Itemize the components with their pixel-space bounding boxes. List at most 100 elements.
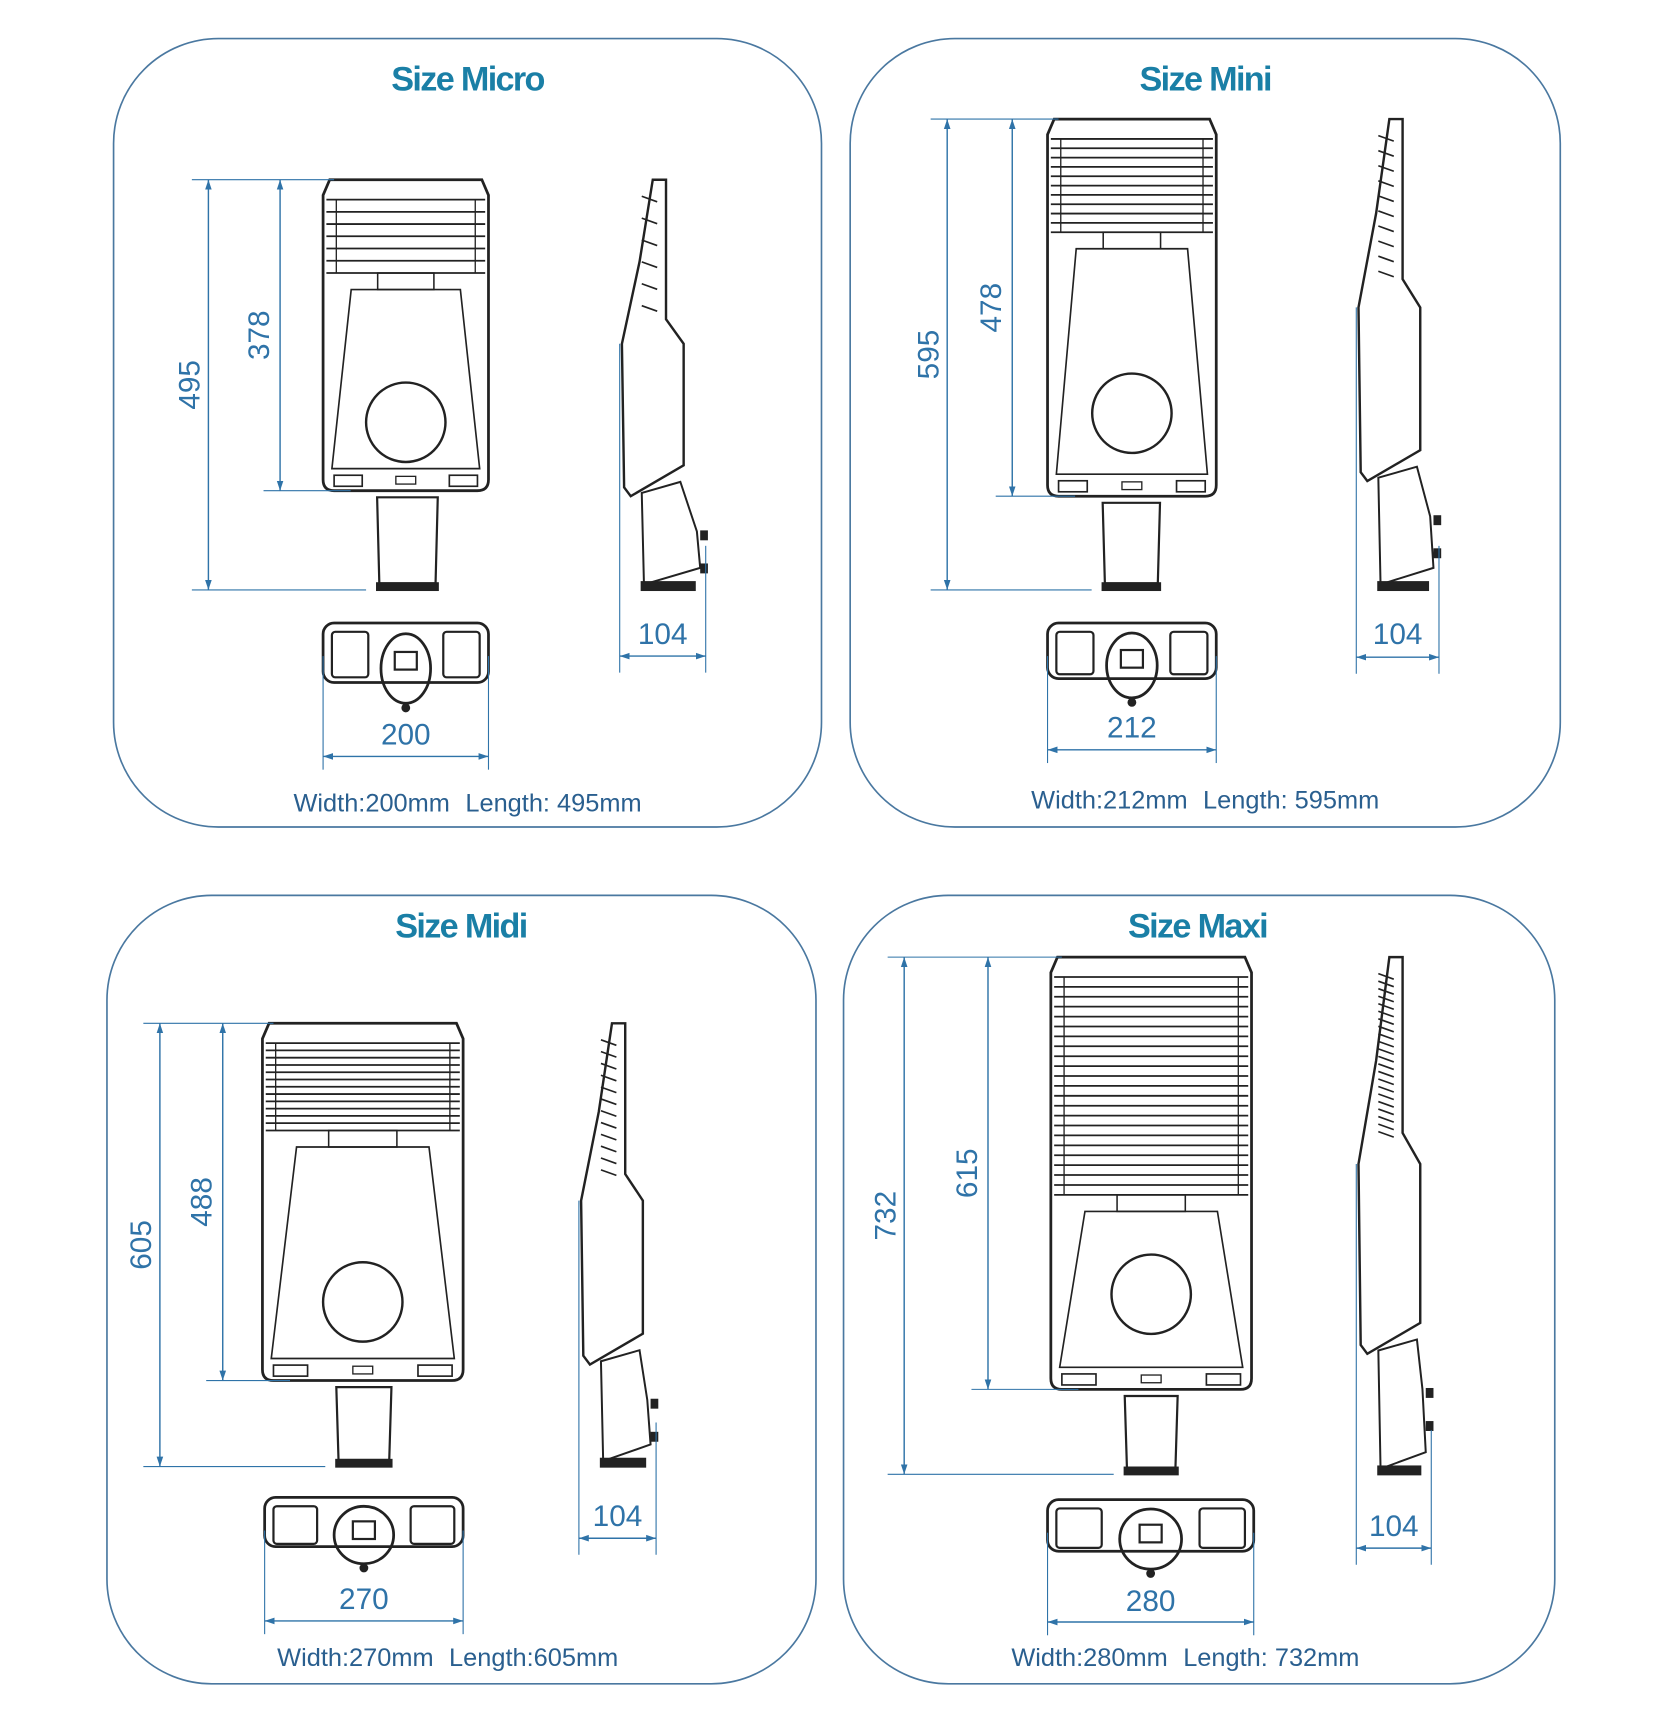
side-fin — [1378, 1063, 1395, 1071]
side-fin — [600, 1039, 617, 1047]
side-fin — [600, 1074, 617, 1082]
luminaire-body — [261, 1021, 465, 1382]
sensor-socket — [364, 381, 447, 464]
pole-adapter-base — [1101, 582, 1162, 592]
side-fin — [600, 1086, 617, 1094]
width-label: 212 — [1107, 712, 1157, 745]
pole-adapter — [1123, 1394, 1179, 1469]
side-fin — [600, 1145, 617, 1153]
side-fin — [641, 195, 658, 203]
bottom-clip — [1175, 479, 1207, 493]
side-fin — [1378, 195, 1395, 203]
side-fin — [1378, 987, 1395, 995]
clamp-bolt — [1119, 648, 1145, 669]
side-fin — [1378, 1130, 1395, 1138]
driver-housing — [330, 288, 481, 470]
center-clip — [1140, 1374, 1162, 1384]
side-adapter — [599, 1348, 652, 1463]
side-fin — [1378, 1085, 1395, 1093]
panel-frame — [112, 37, 823, 828]
width-label: 280 — [1126, 1585, 1176, 1618]
pole-clamp — [1118, 1507, 1183, 1571]
sensor-socket — [1110, 1253, 1193, 1336]
side-adapter — [1377, 465, 1435, 586]
bottom-bracket — [272, 1505, 319, 1545]
side-fin — [1378, 270, 1395, 278]
bottom-view-drawing — [1046, 621, 1218, 707]
side-fin — [1378, 134, 1395, 142]
housing-tab — [1116, 1194, 1187, 1213]
total-length-label: 605 — [125, 1220, 158, 1270]
pole-clamp — [379, 632, 432, 705]
luminaire-body — [321, 178, 490, 493]
side-adapter-base — [1377, 1465, 1422, 1476]
width-label: 270 — [339, 1583, 389, 1616]
side-fin — [1378, 1048, 1395, 1056]
bottom-body — [1046, 621, 1218, 680]
side-fin — [1378, 1108, 1395, 1116]
side-body — [1357, 117, 1422, 483]
side-fin — [600, 1050, 617, 1058]
housing-tab — [1102, 231, 1162, 250]
width-dimension: 280 — [1046, 1532, 1255, 1636]
pole-adapter-base — [1123, 1466, 1179, 1476]
center-clip — [1121, 481, 1143, 491]
front-view-drawing — [321, 178, 490, 592]
side-fin — [1378, 1010, 1395, 1018]
bottom-clip — [333, 474, 364, 488]
body-length-label: 615 — [951, 1148, 984, 1198]
bottom-bracket — [409, 1505, 456, 1545]
width-label: 200 — [381, 718, 431, 751]
driver-housing — [1058, 1210, 1244, 1369]
clamp-bolt — [1138, 1523, 1163, 1544]
footer-length: Length:605mm — [449, 1644, 618, 1672]
pole-adapter — [375, 496, 439, 585]
side-fin — [1378, 1100, 1395, 1108]
side-screw — [1433, 548, 1442, 559]
side-fin — [1378, 1078, 1395, 1086]
side-fin — [600, 1157, 617, 1165]
bottom-clip — [1205, 1373, 1242, 1386]
bottom-bracket — [1055, 630, 1095, 676]
depth-dimension: 104 — [1355, 307, 1440, 674]
driver-housing — [1055, 247, 1209, 475]
pole-adapter — [335, 1386, 393, 1462]
center-clip — [395, 475, 417, 485]
side-body — [579, 1022, 645, 1367]
footer-width: Width:200mm — [293, 790, 449, 818]
side-view-drawing — [1357, 117, 1442, 592]
bottom-view-drawing — [321, 621, 490, 713]
side-fin — [1378, 164, 1395, 173]
width-dimension: 212 — [1046, 656, 1217, 764]
side-fin — [600, 1169, 617, 1177]
side-fin — [1378, 1002, 1395, 1011]
side-fin — [641, 304, 658, 312]
side-screw — [650, 1431, 659, 1442]
pole-adapter-base — [376, 582, 439, 592]
width-dimension: 200 — [322, 656, 490, 770]
bottom-view-drawing — [1046, 1498, 1256, 1578]
side-screw — [1425, 1387, 1434, 1398]
side-fin — [1378, 1033, 1395, 1041]
driver-housing — [270, 1146, 456, 1360]
side-screw — [700, 530, 708, 541]
side-fin — [1378, 225, 1395, 233]
bottom-clip — [1057, 479, 1089, 493]
side-fin — [1378, 1093, 1395, 1101]
side-fin — [1378, 180, 1395, 188]
bottom-view-drawing — [263, 1496, 465, 1573]
side-adapter-base — [640, 581, 696, 592]
side-fin — [600, 1098, 617, 1106]
side-fin — [1378, 972, 1395, 980]
footer-length: Length: 732mm — [1183, 1644, 1359, 1672]
depth-label: 104 — [593, 1500, 643, 1533]
bottom-bracket — [330, 630, 370, 679]
sensor-socket — [1090, 372, 1173, 455]
side-fin — [1378, 210, 1395, 218]
